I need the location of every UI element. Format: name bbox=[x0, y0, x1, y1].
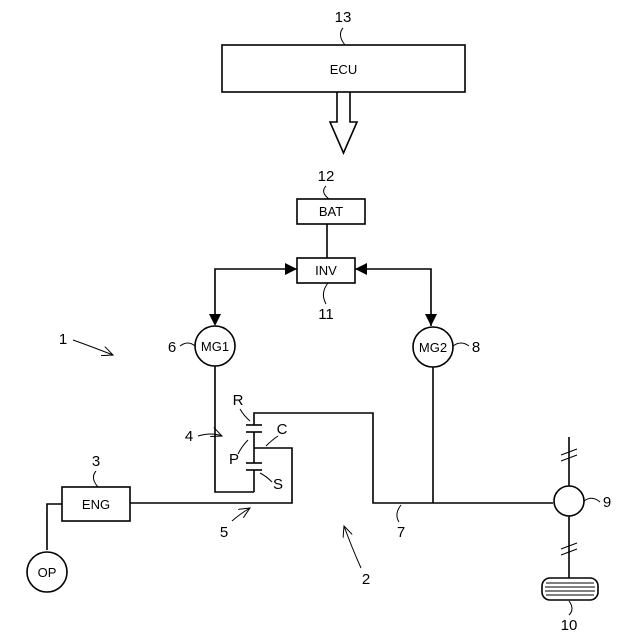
battery-label: BAT bbox=[319, 204, 343, 219]
ecu-output-arrow bbox=[330, 92, 357, 153]
leader-r bbox=[240, 409, 250, 421]
leader-9 bbox=[584, 498, 600, 502]
ref-2: 2 bbox=[362, 571, 370, 588]
mg1-shaft bbox=[215, 366, 254, 492]
carrier-frame bbox=[130, 448, 292, 503]
ref-5: 5 bbox=[220, 524, 228, 541]
leader-2 bbox=[344, 526, 361, 568]
ref-4: 4 bbox=[185, 428, 193, 445]
oil-pump-label: OP bbox=[38, 565, 57, 580]
ref-13: 13 bbox=[335, 9, 352, 26]
inverter-mg1-line bbox=[215, 269, 297, 324]
wheel bbox=[542, 578, 598, 600]
mg1-label: MG1 bbox=[201, 339, 229, 354]
ref-c: C bbox=[277, 421, 288, 438]
leader-s bbox=[260, 473, 272, 482]
leader-7 bbox=[397, 505, 401, 522]
leader-3 bbox=[93, 471, 98, 487]
engine-label: ENG bbox=[82, 497, 110, 512]
leader-1 bbox=[73, 340, 113, 355]
leader-8 bbox=[453, 343, 469, 346]
ecu-label: ECU bbox=[330, 62, 357, 77]
ref-11: 11 bbox=[318, 306, 334, 323]
leader-5 bbox=[232, 508, 250, 521]
leader-11 bbox=[323, 283, 328, 304]
ref-12: 12 bbox=[318, 168, 335, 185]
ref-8: 8 bbox=[472, 339, 480, 356]
ref-10: 10 bbox=[561, 617, 578, 634]
inv-right-arrowhead bbox=[355, 263, 367, 275]
mg2-arrowhead bbox=[425, 314, 437, 326]
differential bbox=[554, 486, 584, 516]
ref-9: 9 bbox=[603, 494, 611, 511]
mg2-label: MG2 bbox=[419, 340, 447, 355]
inv-left-arrowhead bbox=[285, 263, 297, 275]
leader-p bbox=[238, 440, 248, 454]
ref-7: 7 bbox=[397, 524, 405, 541]
ref-6: 6 bbox=[168, 339, 176, 356]
leader-6 bbox=[180, 343, 195, 346]
inverter-mg2-line bbox=[355, 269, 431, 326]
engine-pump-line bbox=[47, 504, 62, 550]
inverter-label: INV bbox=[315, 263, 337, 278]
leader-13 bbox=[340, 28, 345, 45]
leader-c bbox=[266, 436, 278, 446]
ref-1: 1 bbox=[59, 331, 67, 348]
mg1-arrowhead bbox=[209, 314, 221, 326]
ref-s: S bbox=[273, 476, 283, 493]
leader-10 bbox=[569, 601, 572, 615]
ref-p: P bbox=[229, 451, 239, 468]
ref-3: 3 bbox=[92, 453, 100, 470]
ref-r: R bbox=[233, 392, 244, 409]
leader-4 bbox=[198, 434, 222, 436]
leader-12 bbox=[324, 186, 329, 199]
